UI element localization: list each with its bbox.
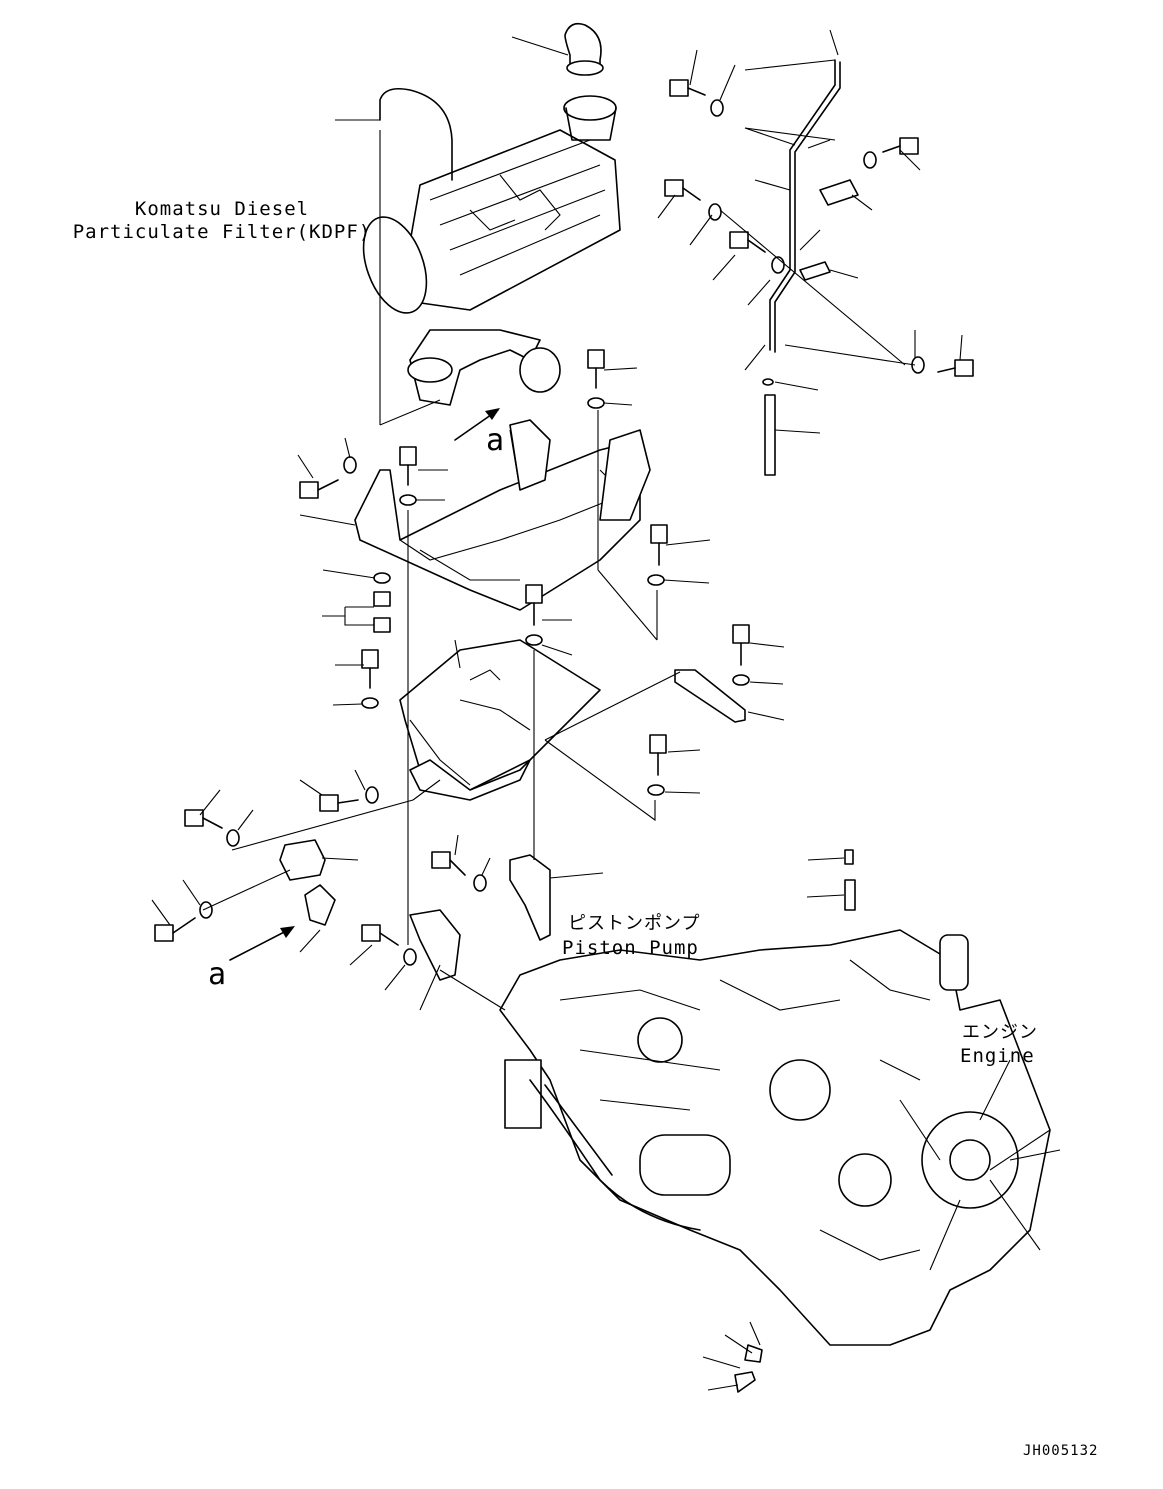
leader-lines <box>151 29 963 1391</box>
mounting-bracket-lower <box>399 639 601 801</box>
engine-assembly <box>499 929 1061 1346</box>
callout-a-upper: a <box>486 423 505 458</box>
kdpf-label-line-2: Particulate Filter(KDPF) <box>72 221 372 243</box>
engine-label-en: Engine <box>960 1045 1035 1067</box>
piston-pump-label-jp: ピストンポンプ <box>568 913 701 934</box>
bolts-and-washers <box>154 79 974 1393</box>
engine-label-jp: エンジン <box>962 1022 1038 1043</box>
bracket-strap-right <box>674 669 746 723</box>
tube-and-clamps <box>762 59 859 476</box>
kdpf-filter <box>362 95 621 406</box>
bracket-plate-center <box>409 854 551 981</box>
kdpf-label-line-1: Komatsu Diesel <box>134 198 310 220</box>
callout-a-lower: a <box>208 957 227 992</box>
bracket-plate-left <box>279 839 336 926</box>
piston-pump-label-en: Piston Pump <box>562 937 699 959</box>
inlet-elbow-pipe <box>564 22 604 76</box>
drawing-code: JH005132 <box>1023 1443 1099 1459</box>
kdpf-u-bolt <box>379 87 453 181</box>
mounting-bracket-upper <box>354 419 651 611</box>
